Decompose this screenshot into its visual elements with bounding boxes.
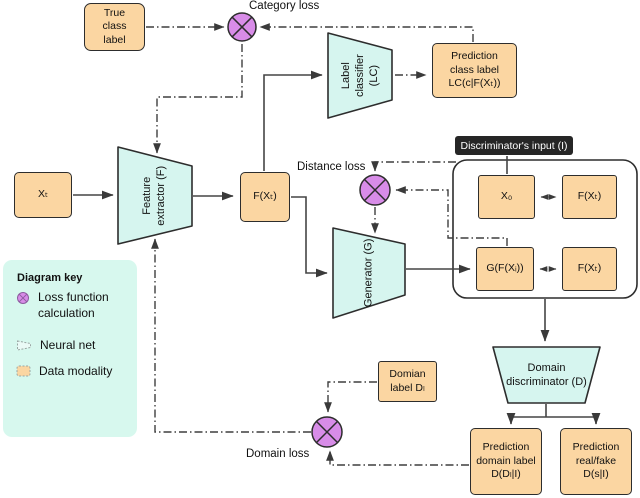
discriminator-input-label: Discriminator's input (I) xyxy=(455,136,573,155)
feature-extractor-shape xyxy=(117,146,193,245)
distance-loss-label: Distance loss xyxy=(297,161,366,173)
prediction-domain-label-box: Prediction domain label D(Dₗ|I) xyxy=(470,428,542,495)
wire-prediction-to-categoryloss xyxy=(259,23,474,42)
true-class-label-box: True class label xyxy=(84,3,145,51)
domain-discriminator-shape xyxy=(492,346,601,404)
fx-box: F(Xₜ) xyxy=(240,172,290,222)
fxt-top-box: F(Xₜ) xyxy=(562,175,617,219)
distance-loss-node xyxy=(359,174,391,206)
domain-loss-node xyxy=(311,416,343,448)
diagram-key-panel: Diagram key Loss function calculation Ne… xyxy=(3,260,137,437)
x0-box: X₀ xyxy=(478,175,535,219)
generator-shape xyxy=(332,227,406,319)
wire-domainloss-to-extractor xyxy=(151,238,311,433)
legend-neuralnet-label: Neural net xyxy=(40,338,96,352)
wire-container-to-distanceloss xyxy=(371,161,456,172)
wire-domainpred-to-domainloss xyxy=(326,450,469,466)
wire-gfx-to-distanceloss xyxy=(395,186,508,246)
loss-function-icon xyxy=(17,292,29,304)
data-modality-icon xyxy=(16,365,31,377)
wire-fx-to-generator xyxy=(291,196,328,278)
fxt-bottom-box: F(Xₜ) xyxy=(562,247,617,291)
diagram-key-title: Diagram key xyxy=(17,272,83,284)
gfx-box: G(F(Xᵢ)) xyxy=(476,247,534,291)
category-loss-label: Category loss xyxy=(249,0,320,12)
wire-domianlabel-to-domainloss xyxy=(324,381,377,413)
legend-loss-label: Loss function calculation xyxy=(38,290,109,320)
wire-categoryloss-to-extractor xyxy=(153,44,243,154)
wire-discriminator-to-domainpred xyxy=(506,412,546,425)
prediction-realfake-box: Prediction real/fake D(s|I) xyxy=(560,428,632,495)
input-x-box: Xₜ xyxy=(14,172,72,218)
label-classifier-shape xyxy=(327,32,393,119)
legend-datamodality-label: Data modality xyxy=(39,364,113,378)
domain-loss-label: Domain loss xyxy=(246,448,310,460)
wire-fx-to-classifier xyxy=(263,70,323,171)
category-loss-node xyxy=(227,12,257,42)
wire-discriminator-to-realfakepred xyxy=(546,412,601,425)
neural-net-icon xyxy=(17,340,31,351)
prediction-class-label-box: Prediction class label LC(c|F(Xₜ)) xyxy=(432,43,517,98)
domian-label-box: Domian label Dₗ xyxy=(378,361,437,402)
